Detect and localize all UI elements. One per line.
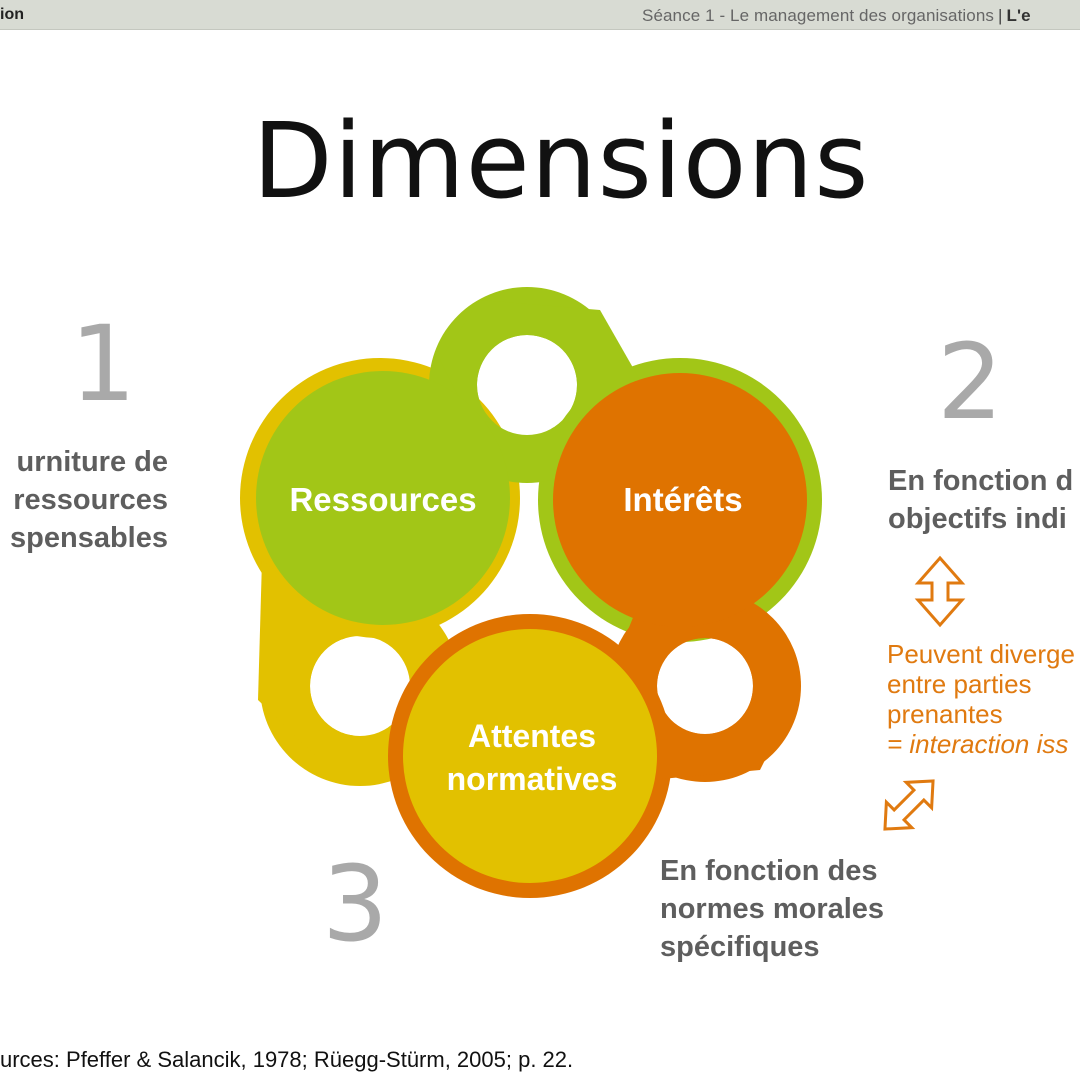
interests-description-line2: objectifs indi [888, 503, 1067, 535]
header-course-title: Séance 1 - Le management des organisatio… [642, 6, 994, 25]
header-left-text: ion [0, 6, 24, 23]
attentes-label-line1: Attentes [468, 718, 596, 754]
norms-description: En fonction des normes morales spécifiqu… [660, 852, 884, 966]
interests-description: En fonction d objectifs indi [888, 462, 1073, 538]
header-bar: ion Séance 1 - Le management des organis… [0, 0, 1080, 30]
attentes-label-line2: normatives [447, 761, 618, 797]
interests-description-line1: En fonction d [888, 465, 1074, 497]
ressources-label: Ressources [289, 481, 476, 518]
norms-description-line2: normes morales [660, 893, 885, 925]
divergence-note-line4: = interaction iss [887, 729, 1069, 759]
slide-title: Dimensions [252, 100, 870, 222]
interets-label: Intérêts [623, 481, 742, 518]
norms-description-line3: spécifiques [660, 931, 820, 963]
norms-description-line1: En fonction des [660, 855, 878, 887]
header-chapter: L'e [1006, 6, 1031, 25]
attentes-circle [403, 629, 657, 883]
ressources-circle [256, 371, 510, 625]
diagonal-double-arrow-icon [883, 779, 935, 831]
number-two: 2 [937, 321, 1004, 443]
number-three: 3 [322, 843, 389, 965]
number-one: 1 [70, 303, 137, 425]
header-separator: | [997, 6, 1003, 25]
header-right-text: Séance 1 - Le management des organisatio… [642, 6, 1031, 26]
divergence-note: Peuvent diverge entre parties prenantes … [887, 639, 1075, 759]
divergence-note-line1: Peuvent diverge [887, 639, 1075, 669]
resources-description: urniture de ressources spensables [10, 443, 168, 557]
resources-description-line1: urniture de [16, 446, 168, 478]
vertical-double-arrow-icon [914, 555, 966, 628]
source-citation: urces: Pfeffer & Salancik, 1978; Rüegg-S… [0, 1047, 574, 1072]
resources-description-line2: ressources [13, 484, 168, 516]
divergence-note-line2: entre parties [887, 669, 1032, 699]
divergence-note-line3: prenantes [887, 699, 1003, 729]
resources-description-line3: spensables [10, 522, 168, 554]
interets-circle [553, 373, 807, 627]
